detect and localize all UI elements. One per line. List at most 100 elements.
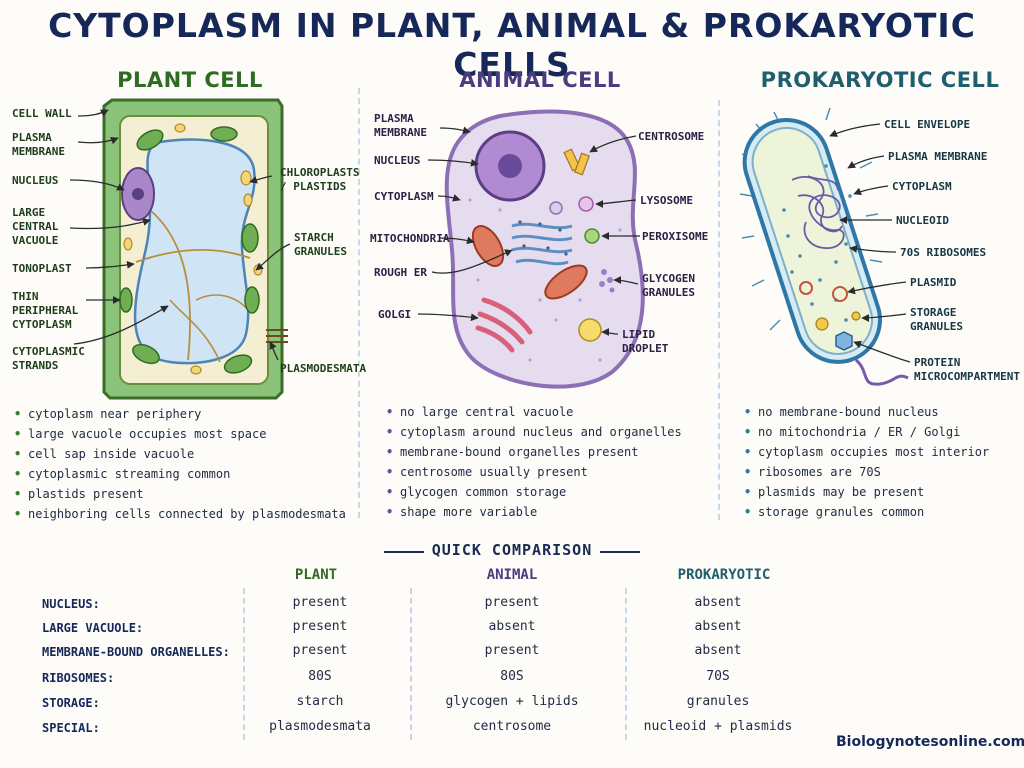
label-large-central-vacuole: LARGE CENTRAL VACUOLE [12, 206, 59, 247]
cytoplasmic-strand-1 [135, 249, 251, 263]
label-prokaryote-cytoplasm: CYTOPLASM [892, 180, 952, 193]
column-divider-2 [718, 100, 720, 520]
label-rough-er: ROUGH ER [374, 266, 427, 279]
label-protein-microcompartment: PROTEIN MICROCOMPARTMENT [914, 356, 1020, 383]
prokaryotic-label-arrows [829, 123, 911, 363]
vesicle [549, 201, 563, 215]
label-cytoplasmic-strands: CYTOPLASMIC STRANDS [12, 345, 85, 372]
animal-bullet: membrane-bound organelles present [386, 442, 706, 462]
comparison-row-label: LARGE VACUOLE: [42, 621, 144, 635]
label-golgi: GOLGI [378, 308, 412, 321]
label-lipid-droplet: LIPID DROPLET [622, 328, 669, 355]
comparison-cell-plant: present [292, 595, 348, 610]
comparison-cell-animal: centrosome [472, 719, 552, 734]
comparison-cell-prokaryotic: absent [694, 619, 742, 634]
comparison-cell-prokaryotic: 70S [706, 669, 730, 684]
comparison-row-label: NUCLEUS: [42, 597, 100, 611]
comparison-cell-plant: plasmodesmata [269, 719, 371, 734]
cytoplasmic-strand-3 [195, 294, 249, 311]
prokaryotic-bullet: plasmids may be present [744, 482, 1014, 502]
label-lysosome: LYSOSOME [640, 194, 693, 207]
cytoplasmic-strand-2 [149, 209, 191, 361]
comparison-title: QUICK COMPARISON [431, 541, 593, 559]
rough-er-ribosomes [518, 220, 568, 256]
cytoplasmic-strand-4 [169, 299, 221, 363]
label-plant-plasma-membrane: PLASMA MEMBRANE [12, 131, 65, 158]
lipid-droplet [578, 318, 602, 342]
plant-cell-heading: PLANT CELL [117, 68, 263, 92]
starch-granules [123, 123, 263, 375]
footer-website[interactable]: Biologynotesonline.com [836, 734, 1024, 750]
comparison-divider-2 [410, 588, 412, 740]
storage-granule-1 [815, 317, 829, 331]
plant-bullet: large vacuole occupies most space [14, 424, 354, 444]
comparison-title-rule-left [384, 551, 424, 553]
label-plasmid: PLASMID [910, 276, 957, 289]
lysosome [578, 196, 594, 212]
prokaryote-body [742, 118, 882, 364]
label-peroxisome: PEROXISOME [642, 230, 709, 243]
label-nucleoid: NUCLEOID [896, 214, 949, 227]
glycogen-granules [599, 269, 615, 293]
label-thin-peripheral-cytoplasm: THIN PERIPHERAL CYTOPLASM [12, 290, 79, 331]
centrosome [563, 148, 590, 176]
comparison-row-label: STORAGE: [42, 696, 100, 710]
label-animal-plasma-membrane: PLASMA MEMBRANE [374, 112, 427, 139]
prokaryotic-bullet: storage granules common [744, 502, 1014, 522]
label-centrosome: CENTROSOME [638, 130, 705, 143]
comparison-cell-plant: starch [296, 694, 344, 709]
animal-bullet: centrosome usually present [386, 462, 706, 482]
comparison-cell-plant: 80S [308, 669, 332, 684]
comparison-cell-prokaryotic: absent [694, 595, 742, 610]
page-title: CYTOPLASM IN PLANT, ANIMAL & PROKARYOTIC… [48, 6, 976, 84]
comparison-cell-prokaryotic: nucleoid + plasmids [643, 719, 793, 734]
mitochondrion-1 [471, 225, 505, 267]
label-tonoplast: TONOPLAST [12, 262, 72, 275]
mitochondrion-2 [544, 264, 588, 300]
comparison-header-prokaryotic: PROKARYOTIC [677, 567, 771, 583]
prokaryotic-bullet: ribosomes are 70S [744, 462, 1014, 482]
comparison-header-plant: PLANT [294, 567, 338, 583]
animal-bullet: no large central vacuole [386, 402, 706, 422]
label-prokaryote-plasma-membrane: PLASMA MEMBRANE [888, 150, 988, 163]
label-storage-granules: STORAGE GRANULES [910, 306, 963, 333]
chloroplasts [119, 126, 260, 374]
animal-bullet: cytoplasm around nucleus and organelles [386, 422, 706, 442]
column-divider-1 [358, 88, 360, 518]
comparison-cell-plant: present [292, 643, 348, 658]
animal-bullet: shape more variable [386, 502, 706, 522]
label-chloroplasts-plastids: CHLOROPLASTS / PLASTIDS [280, 166, 360, 193]
comparison-cell-animal: present [484, 643, 540, 658]
plasmid-2 [832, 286, 848, 302]
comparison-title-rule-right [600, 551, 640, 553]
prokaryotic-cell-heading: PROKARYOTIC CELL [760, 68, 1000, 92]
animal-cell-heading: ANIMAL CELL [459, 68, 621, 92]
golgi-apparatus [475, 297, 533, 353]
peroxisome [584, 228, 600, 244]
rough-er [511, 222, 573, 266]
plant-label-arrows [69, 109, 291, 361]
animal-cytoplasm-dots [468, 198, 622, 362]
comparison-cell-prokaryotic: granules [686, 694, 750, 709]
comparison-cell-plant: present [292, 619, 348, 634]
label-animal-nucleus: NUCLEUS [374, 154, 421, 167]
prokaryotic-cell-diagram [739, 107, 911, 386]
label-mitochondria: MITOCHONDRIA [370, 232, 450, 245]
comparison-cell-prokaryotic: absent [694, 643, 742, 658]
prokaryotic-bullet: no membrane-bound nucleus [744, 402, 1014, 422]
animal-bullet-list: no large central vacuole cytoplasm aroun… [386, 402, 706, 522]
plant-bullet: cytoplasmic streaming common [14, 464, 354, 484]
label-animal-cytoplasm: CYTOPLASM [374, 190, 434, 203]
plant-bullet-list: cytoplasm near periphery large vacuole o… [14, 404, 354, 524]
plasmid-1 [799, 281, 813, 295]
comparison-divider-3 [625, 588, 627, 740]
plant-cell-diagram [69, 98, 291, 400]
comparison-divider-1 [243, 588, 245, 740]
comparison-row-label: MEMBRANE-BOUND ORGANELLES: [42, 645, 230, 659]
comparison-cell-animal: absent [488, 619, 536, 634]
storage-granule-2 [851, 311, 861, 321]
prokaryote-plasma-membrane [751, 127, 873, 355]
comparison-cell-animal: present [484, 595, 540, 610]
plant-nucleolus [132, 188, 144, 200]
